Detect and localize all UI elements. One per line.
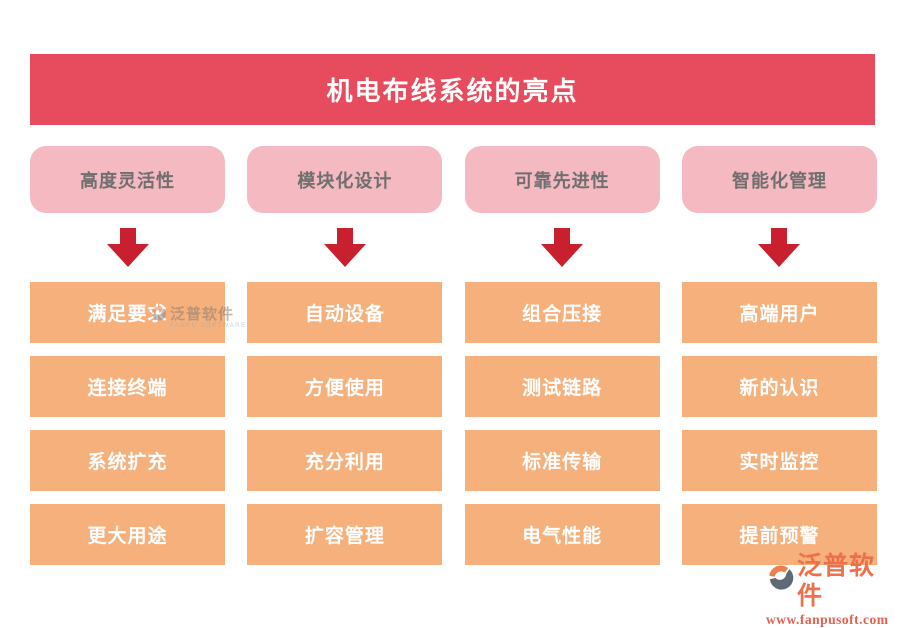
fanpu-footer-logo: 泛普软件 www.fanpusoft.com (766, 551, 900, 628)
item-box: 新的认识 (681, 356, 877, 417)
down-arrow-icon (323, 228, 366, 267)
item-box: 充分利用 (247, 430, 443, 491)
fanpu-logo-icon (766, 564, 795, 598)
item-box: 组合压接 (464, 282, 660, 343)
title-banner: 机电布线系统的亮点 (30, 54, 875, 125)
column-intelligence: 智能化管理 高端用户 新的认识 实时监控 提前预警 (681, 146, 877, 565)
page-title: 机电布线系统的亮点 (326, 76, 579, 106)
item-box: 标准传输 (464, 430, 660, 491)
infographic-canvas: 机电布线系统的亮点 高度灵活性 满足要求 连接终端 系统扩充 更大用途 模块化设… (30, 54, 888, 627)
column-header: 高度灵活性 (30, 146, 225, 213)
item-box: 提前预警 (681, 504, 877, 565)
item-box: 高端用户 (681, 282, 877, 343)
column-flexibility: 高度灵活性 满足要求 连接终端 系统扩充 更大用途 (30, 146, 225, 565)
column-header: 模块化设计 (247, 146, 443, 213)
down-arrow-icon (541, 228, 584, 267)
down-arrow-icon (758, 228, 801, 267)
item-box: 方便使用 (247, 356, 443, 417)
down-arrow-icon (106, 228, 149, 267)
item-box: 电气性能 (464, 504, 660, 565)
item-box: 更大用途 (30, 504, 225, 565)
item-box: 扩容管理 (247, 504, 443, 565)
column-reliability: 可靠先进性 组合压接 测试链路 标准传输 电气性能 (464, 146, 660, 565)
item-box: 实时监控 (681, 430, 877, 491)
item-box: 满足要求 (30, 282, 225, 343)
footer-url: www.fanpusoft.com (766, 612, 889, 627)
item-box: 系统扩充 (30, 430, 225, 491)
column-header: 智能化管理 (681, 146, 877, 213)
item-box: 连接终端 (30, 356, 225, 417)
column-modularity: 模块化设计 自动设备 方便使用 充分利用 扩容管理 (247, 146, 443, 565)
highlight-columns: 高度灵活性 满足要求 连接终端 系统扩充 更大用途 模块化设计 自动设备 方便使… (30, 146, 877, 565)
footer-brand: 泛普软件 (797, 552, 876, 610)
column-header: 可靠先进性 (464, 146, 660, 213)
item-box: 测试链路 (464, 356, 660, 417)
item-box: 自动设备 (247, 282, 443, 343)
